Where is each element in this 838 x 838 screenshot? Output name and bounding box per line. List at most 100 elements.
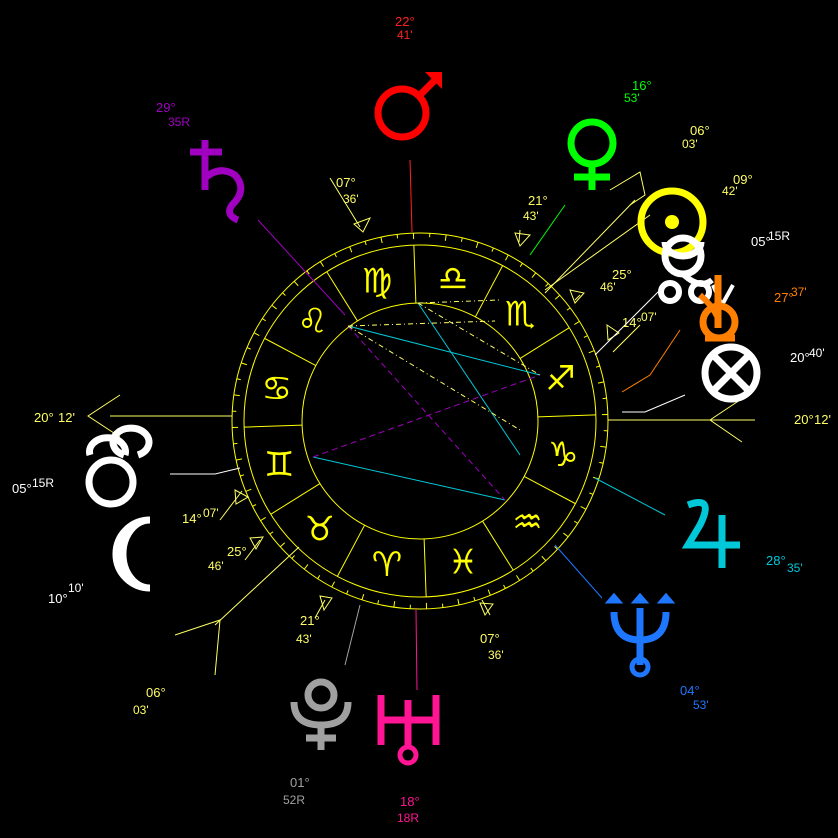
neptune-minute: 53' bbox=[693, 698, 709, 712]
degree-tick bbox=[282, 292, 286, 296]
cusp-25-46-left-degree: 25° bbox=[227, 544, 247, 559]
degree-tick bbox=[530, 567, 534, 572]
degree-tick bbox=[516, 575, 521, 581]
cusp-arrow-bottom-left bbox=[174, 619, 221, 676]
pointer-chiron bbox=[621, 329, 681, 393]
planet-glyphs bbox=[85, 72, 761, 766]
degree-tick bbox=[588, 350, 595, 354]
degree-tick bbox=[291, 555, 295, 559]
saturn-icon bbox=[190, 140, 245, 224]
mc-line bbox=[409, 159, 413, 233]
sign-divider bbox=[519, 327, 570, 359]
cusp-line bbox=[219, 490, 243, 521]
cusp-line bbox=[612, 324, 641, 353]
sun-degree: 09° bbox=[733, 172, 753, 187]
cusp-07-36-top-minute: 36' bbox=[343, 192, 359, 206]
cusp-line bbox=[544, 199, 636, 294]
sign-divider bbox=[326, 271, 358, 322]
gemini-sign-icon: ♊ bbox=[264, 445, 294, 485]
pointer-jupiter bbox=[594, 477, 666, 516]
mc-degree: 22° bbox=[395, 14, 415, 29]
pluto-degree: 01° bbox=[290, 775, 310, 790]
mercury-icon bbox=[658, 234, 714, 304]
cusp-25-46-top-degree: 25° bbox=[612, 267, 632, 282]
cusp-marker bbox=[569, 289, 585, 304]
degree-tick bbox=[444, 234, 447, 241]
cusp-07-36-bottom-degree: 07° bbox=[480, 631, 500, 646]
sign-divider bbox=[523, 475, 576, 505]
degree-tick bbox=[241, 362, 248, 366]
chiron-minute: 37' bbox=[791, 285, 807, 299]
mercury-minute: 15R bbox=[768, 229, 790, 243]
neptune-icon bbox=[604, 592, 676, 678]
degree-tick bbox=[364, 241, 367, 246]
pointer-pluto bbox=[344, 604, 361, 666]
sun-minute: 42' bbox=[722, 184, 738, 198]
cusp-line bbox=[574, 294, 581, 301]
position-labels: 20° 12' 20° 12' 22° 41' 18° 18R 07° 36' … bbox=[12, 14, 831, 825]
degree-tick bbox=[595, 365, 600, 368]
sign-divider bbox=[264, 337, 317, 367]
aspect-line bbox=[347, 325, 521, 431]
degree-tick bbox=[306, 270, 310, 275]
degree-tick bbox=[245, 488, 252, 492]
aspect-line bbox=[417, 299, 501, 304]
cusp-06-03-top-minute: 03' bbox=[682, 137, 698, 151]
degree-tick bbox=[236, 378, 241, 381]
degree-tick bbox=[380, 237, 383, 244]
sign-divider bbox=[413, 245, 417, 304]
cusp-line bbox=[329, 177, 361, 228]
moon-icon bbox=[112, 516, 151, 592]
degree-tick bbox=[519, 263, 523, 267]
degree-tick bbox=[253, 332, 260, 336]
aspect-lines bbox=[312, 299, 541, 501]
chiron-icon bbox=[698, 275, 739, 342]
degree-tick bbox=[487, 589, 491, 596]
cusp-14-07-top-minute: 07' bbox=[641, 310, 657, 324]
cusp-marker bbox=[234, 489, 250, 505]
planet-pointer-lines bbox=[170, 204, 686, 666]
cusp-06-03-top-degree: 06° bbox=[690, 123, 710, 138]
cusp-marker bbox=[353, 217, 372, 233]
cusp-21-43-bottom-degree: 21° bbox=[300, 613, 320, 628]
cusp-line bbox=[481, 599, 491, 616]
cusp-marker bbox=[249, 536, 264, 551]
moon-degree: 10° bbox=[48, 591, 68, 606]
cusp-line bbox=[518, 229, 521, 243]
zodiac-wheel: ♈♉♊♋♌♍♎♏♐♑♒♓ bbox=[231, 232, 609, 610]
virgo-sign-icon: ♍ bbox=[362, 261, 392, 301]
aspect-line bbox=[312, 374, 541, 458]
degree-tick bbox=[349, 246, 353, 253]
degree-ticks bbox=[232, 233, 608, 609]
degree-tick bbox=[566, 307, 571, 311]
pointer-sun bbox=[544, 214, 651, 291]
pointer-node bbox=[170, 467, 241, 475]
ic-degree: 18° bbox=[400, 794, 420, 809]
aspect-line bbox=[347, 320, 496, 327]
degree-tick bbox=[331, 581, 335, 588]
venus-degree: 16° bbox=[632, 78, 652, 93]
sign-glyphs: ♈♉♊♋♌♍♎♏♐♑♒♓ bbox=[262, 259, 579, 585]
degree-tick bbox=[293, 280, 299, 287]
cusp-14-07-left-minute: 07' bbox=[203, 506, 219, 520]
sign-dividers bbox=[244, 245, 596, 597]
degree-tick bbox=[269, 531, 274, 535]
degree-tick bbox=[303, 564, 309, 570]
sign-divider bbox=[423, 538, 427, 597]
venus-icon bbox=[567, 118, 617, 190]
main-axes bbox=[87, 159, 755, 691]
degree-tick bbox=[554, 294, 561, 300]
degree-tick bbox=[233, 394, 240, 397]
cusp-06-03-bottom-degree: 06° bbox=[146, 685, 166, 700]
degree-tick bbox=[279, 542, 286, 548]
degree-tick bbox=[563, 532, 569, 538]
cusp-marker bbox=[479, 602, 494, 617]
degree-tick bbox=[460, 237, 463, 242]
asc-minute: 12' bbox=[58, 410, 75, 425]
degree-tick bbox=[541, 555, 547, 562]
neptune-degree: 04° bbox=[680, 683, 700, 698]
pointer-venus bbox=[529, 204, 566, 256]
degree-tick bbox=[599, 461, 604, 464]
cusp-14-07-left-degree: 14° bbox=[182, 511, 202, 526]
